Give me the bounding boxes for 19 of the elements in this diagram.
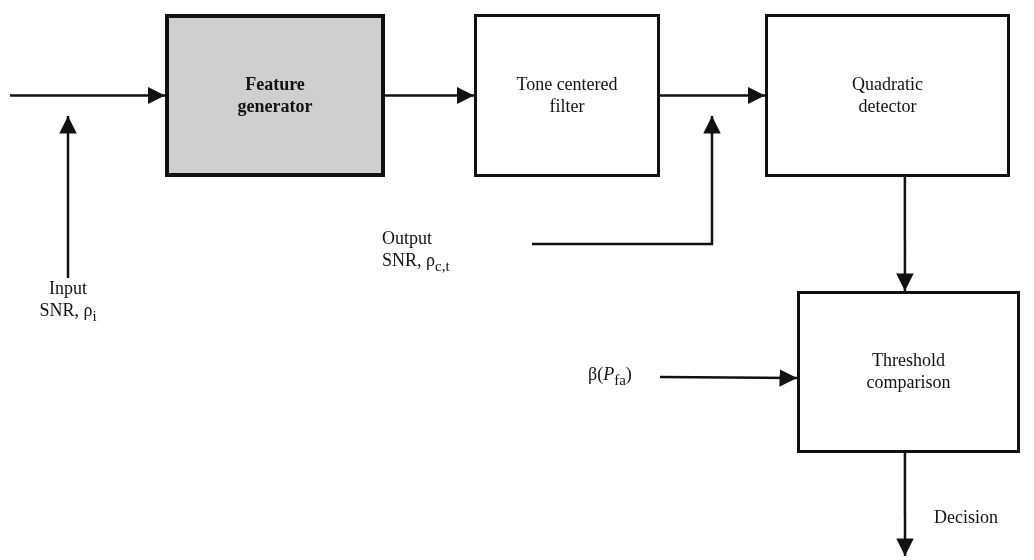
box-label: Tone centered filter: [515, 73, 619, 118]
arrow: [660, 86, 765, 105]
process-box: [797, 291, 1020, 453]
box-label: Feature generator: [236, 73, 314, 118]
arrow: [532, 116, 721, 246]
arrow: [10, 86, 165, 105]
signal-label: β(P$_{fa}$): [588, 364, 632, 389]
process-box: [165, 14, 385, 177]
process-box: [765, 14, 1010, 177]
arrow: [896, 453, 914, 556]
process-box: [474, 14, 660, 177]
arrow: [896, 177, 914, 291]
signal-label: Input SNR, ρ$_{i}$: [38, 278, 98, 325]
arrow: [660, 369, 797, 387]
box-label: Quadratic detector: [851, 73, 924, 118]
signal-label: Output SNR, ρ$_{c,t}$: [382, 228, 451, 275]
arrow: [385, 86, 474, 105]
box-label: Threshold comparison: [865, 350, 952, 394]
arrow: [59, 116, 77, 278]
